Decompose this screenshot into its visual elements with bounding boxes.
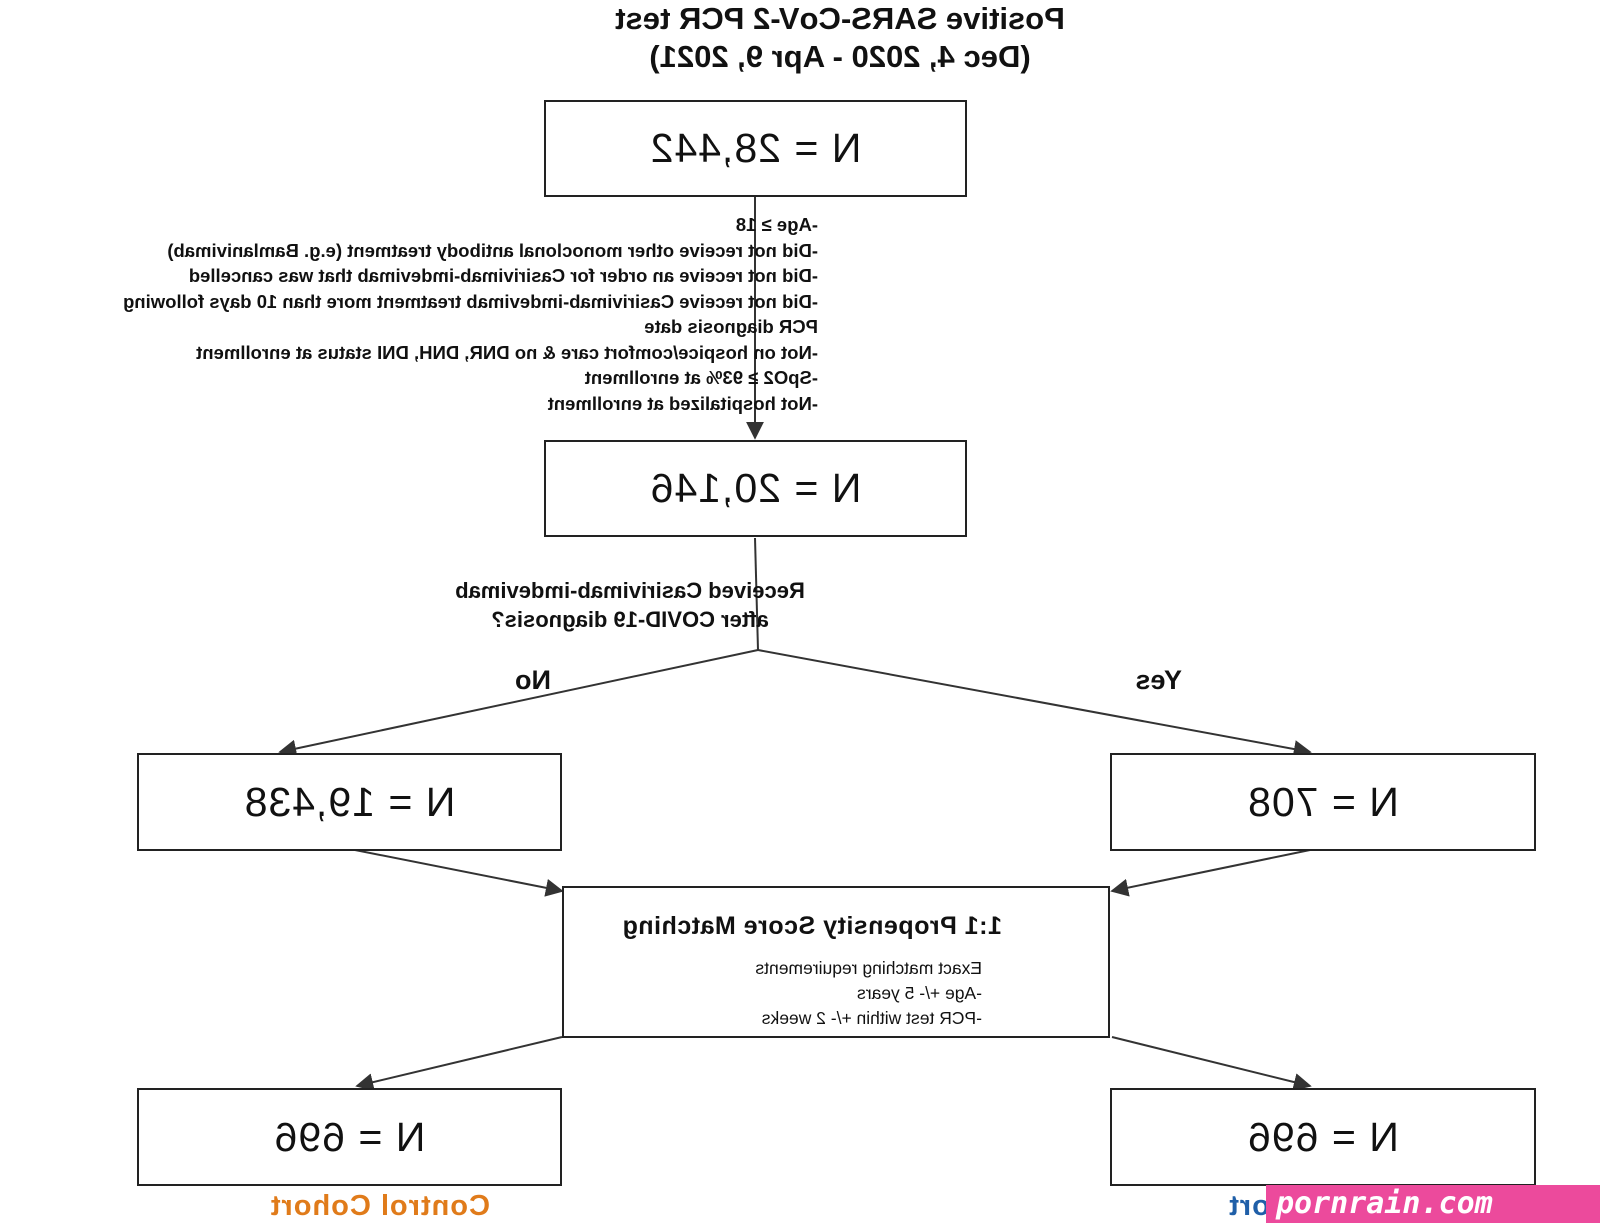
treatment-question: Received Casirivimab-imdevimab after COV… — [420, 576, 840, 634]
box-initial-count: N = 28,442 — [544, 100, 967, 197]
matching-title: 1:1 Propensity Score Matching — [622, 912, 1002, 940]
question-line-2: after COVID-19 diagnosis? — [491, 607, 769, 632]
criterion-not-hospitalized: -Not hospitalized at enrollment — [547, 392, 818, 414]
criterion-spo2: -SpO2 ≥ 93% at enrollment — [584, 367, 818, 388]
criterion-hospice: -Not on hospice/comfort care & no DNR, D… — [196, 341, 818, 363]
treated-matched-count: N = 696 — [1247, 1113, 1399, 1160]
watermark-banner: pornrain.com — [1266, 1185, 1600, 1223]
inclusion-criteria: -Age ≥ 18 -Did not receive other monoclo… — [0, 212, 818, 416]
arrow-matching-to-control — [355, 1036, 563, 1091]
after-criteria-count: N = 20,146 — [649, 465, 862, 511]
box-yes-branch: N = 708 — [1110, 753, 1536, 851]
box-no-branch: N = 19,438 — [137, 753, 562, 851]
criterion-late-treatment: -Did not receive Casirivimab-imdevimab t… — [123, 290, 818, 312]
yes-branch-count: N = 708 — [1247, 778, 1399, 825]
branch-label-no: No — [515, 665, 551, 695]
diagram-title: Positive SARS-CoV-2 PCR test (Dec 4, 202… — [560, 0, 1120, 76]
arrow-split-yes — [757, 649, 1312, 758]
criterion-age: -Age ≥ 18 — [735, 214, 818, 235]
arrow-no-to-matching — [354, 849, 564, 897]
branch-label-yes: Yes — [1135, 665, 1182, 695]
title-line-2: (Dec 4, 2020 - Apr 9, 2021) — [649, 39, 1031, 74]
question-line-1: Received Casirivimab-imdevimab — [455, 578, 805, 603]
matching-line-2: -Age +/- 5 years — [857, 983, 982, 1003]
control-matched-count: N = 696 — [273, 1113, 426, 1160]
matching-line-1: Exact matching requirements — [755, 958, 982, 978]
title-line-1: Positive SARS-CoV-2 PCR test — [615, 1, 1065, 36]
criterion-other-mab: -Did not receive other monoclonal antibo… — [167, 239, 818, 261]
box-control-matched: N = 696 — [137, 1088, 562, 1186]
no-branch-count: N = 19,438 — [243, 778, 456, 825]
box-after-criteria: N = 20,146 — [544, 440, 967, 537]
arrow-yes-to-matching — [1110, 849, 1311, 897]
criterion-late-treatment-cont: PCR diagnosis date — [644, 316, 818, 337]
matching-line-3: -PCR test within +/- 2 weeks — [761, 1008, 982, 1028]
line-to-split — [754, 537, 759, 651]
arrow-split-no — [278, 649, 759, 758]
initial-count: N = 28,442 — [649, 125, 862, 171]
box-treated-matched: N = 696 — [1110, 1088, 1536, 1186]
matching-requirements: Exact matching requirements -Age +/- 5 y… — [568, 956, 982, 1031]
control-cohort-label: Control Cohort — [269, 1190, 490, 1222]
criterion-cancelled-order: -Did not receive an order for Casirivima… — [188, 265, 818, 286]
arrow-matching-to-treated — [1111, 1036, 1312, 1091]
